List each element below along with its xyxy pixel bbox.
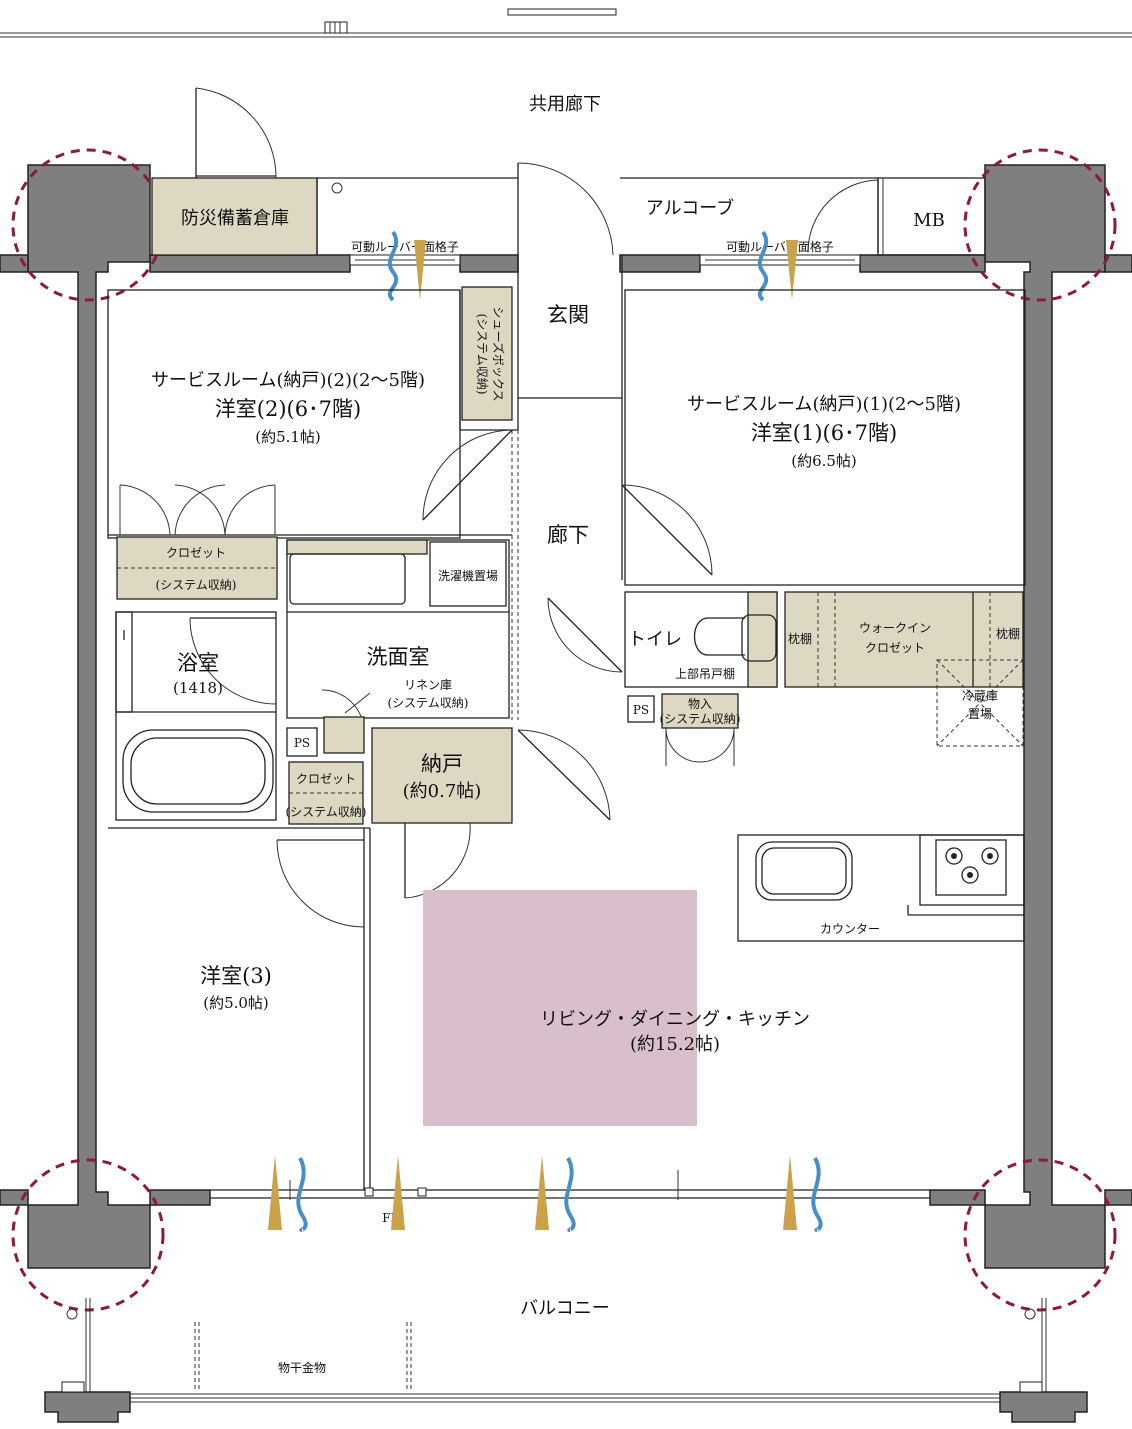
washer-space <box>429 541 507 607</box>
fridge-line1: 冷蔵庫 <box>962 689 998 703</box>
clothes-pole-label: 物干金物 <box>278 1360 326 1375</box>
ldk-area: (約15.2帖) <box>630 1034 720 1055</box>
toilet-bowl <box>694 617 745 656</box>
room1-line1: サービスルーム(納戸)(1)(2〜5階) <box>687 394 961 415</box>
closet-b-sub: (システム収納) <box>285 805 366 819</box>
balcony-structure <box>44 1298 1088 1423</box>
walls <box>0 164 1132 1269</box>
pillow-left-label: 枕棚 <box>788 631 812 646</box>
vanity-top <box>286 539 428 555</box>
balcony-label: バルコニー <box>520 1298 610 1319</box>
room2-area: (約5.1帖) <box>255 428 321 446</box>
alcove-label: アルコーブ <box>646 197 734 219</box>
ldk-highlight <box>423 890 697 1126</box>
common-corridor-label: 共用廊下 <box>529 94 601 115</box>
kitchen-sink <box>755 841 853 901</box>
storage-label: 物入 <box>688 697 712 711</box>
genkan-label: 玄関 <box>547 303 589 327</box>
bathroom-area <box>115 611 277 821</box>
intercom-icon <box>331 182 343 194</box>
vanity-sink <box>289 553 406 605</box>
washer-label: 洗濯機置場 <box>438 568 498 583</box>
closet-a-label: クロゼット <box>166 546 226 560</box>
room3-area: (約5.0帖) <box>203 994 269 1012</box>
louver-left-label: 可動ルーバー面格子 <box>351 239 459 254</box>
closet-a-doors[interactable] <box>119 484 276 536</box>
entrance-door[interactable] <box>517 162 614 256</box>
storage-doors[interactable] <box>665 727 735 766</box>
room1-area: (約6.5帖) <box>791 452 857 470</box>
ldk-door[interactable] <box>517 729 611 821</box>
disaster-storage-label: 防災備蓄倉庫 <box>181 208 289 229</box>
washroom-label: 洗面室 <box>367 645 430 669</box>
washroom-area <box>286 539 510 719</box>
toilet-label: トイレ <box>628 629 682 650</box>
ldk-label: リビング・ダイニング・キッチン <box>540 1009 810 1030</box>
ps-left <box>286 727 318 757</box>
shoe-box-sub-label: (システム収納) <box>475 313 489 394</box>
louver-grille-left <box>349 254 461 266</box>
toilet-door[interactable] <box>547 597 623 673</box>
nando-room <box>371 727 513 824</box>
room1-door[interactable] <box>621 484 713 576</box>
wic-line2: クロゼット <box>865 641 925 655</box>
kitchen-counter <box>737 834 1025 942</box>
toilet-tank <box>741 614 777 662</box>
mb-door[interactable] <box>807 178 879 253</box>
walk-in-closet <box>784 591 1024 688</box>
ps-right <box>627 695 655 723</box>
wic-line1: ウォークイン <box>859 621 931 635</box>
storage-cabinet <box>661 693 739 729</box>
upper-shelf-label: 上部吊戸棚 <box>675 666 735 681</box>
cooktop <box>919 834 1025 906</box>
burner-icon <box>945 847 999 884</box>
room2-line2: 洋室(2)(6･7階) <box>215 397 361 421</box>
fridge-space <box>936 659 1024 747</box>
hallway-label: 廊下 <box>547 523 589 547</box>
pillow-right-label: 枕棚 <box>996 626 1020 641</box>
mb-label: MB <box>913 210 945 231</box>
toilet-tank-cabinet <box>747 591 778 688</box>
sliding-windows[interactable] <box>289 1170 679 1200</box>
shoe-box-label: シューズボックス <box>491 306 506 401</box>
louver-grille-right <box>699 254 861 266</box>
linen-storage <box>323 716 365 754</box>
louver-right-label: 可動ルーバー面格子 <box>726 239 834 254</box>
disaster-storage-box <box>151 177 318 256</box>
room3-label: 洋室(3) <box>200 964 272 988</box>
room1-line2: 洋室(1)(6･7階) <box>751 421 897 445</box>
corridor-edge <box>0 8 1132 38</box>
bathroom-label: 浴室 <box>177 651 219 675</box>
storage-door[interactable] <box>195 87 277 179</box>
linen-label: リネン庫 <box>404 678 452 692</box>
closet-b-label: クロゼット <box>296 772 356 786</box>
ps-left-label: PS <box>294 736 310 750</box>
ventilation-arrows-top <box>387 230 798 302</box>
counter-label: カウンター <box>820 922 880 936</box>
room2-door[interactable] <box>422 429 513 521</box>
nando-area: (約0.7帖) <box>403 781 482 802</box>
bathroom-size: (1418) <box>173 679 223 697</box>
closet-a-sub: (システム収納) <box>155 578 236 592</box>
nando-door[interactable] <box>404 822 471 899</box>
shoe-box <box>461 286 513 421</box>
ventilation-arrows-bottom <box>268 1155 823 1232</box>
bathroom-door[interactable] <box>189 617 277 705</box>
nando-label: 納戸 <box>421 752 463 776</box>
fridge-line2: 置場 <box>968 707 992 721</box>
ps-right-label: PS <box>633 703 649 717</box>
linen-sub: (システム収納) <box>387 696 468 710</box>
room2-line1: サービスルーム(納戸)(2)(2〜5階) <box>151 370 425 391</box>
storage-sub: (システム収納) <box>659 712 740 726</box>
bathtub <box>122 729 274 813</box>
room3-door[interactable] <box>276 839 365 928</box>
